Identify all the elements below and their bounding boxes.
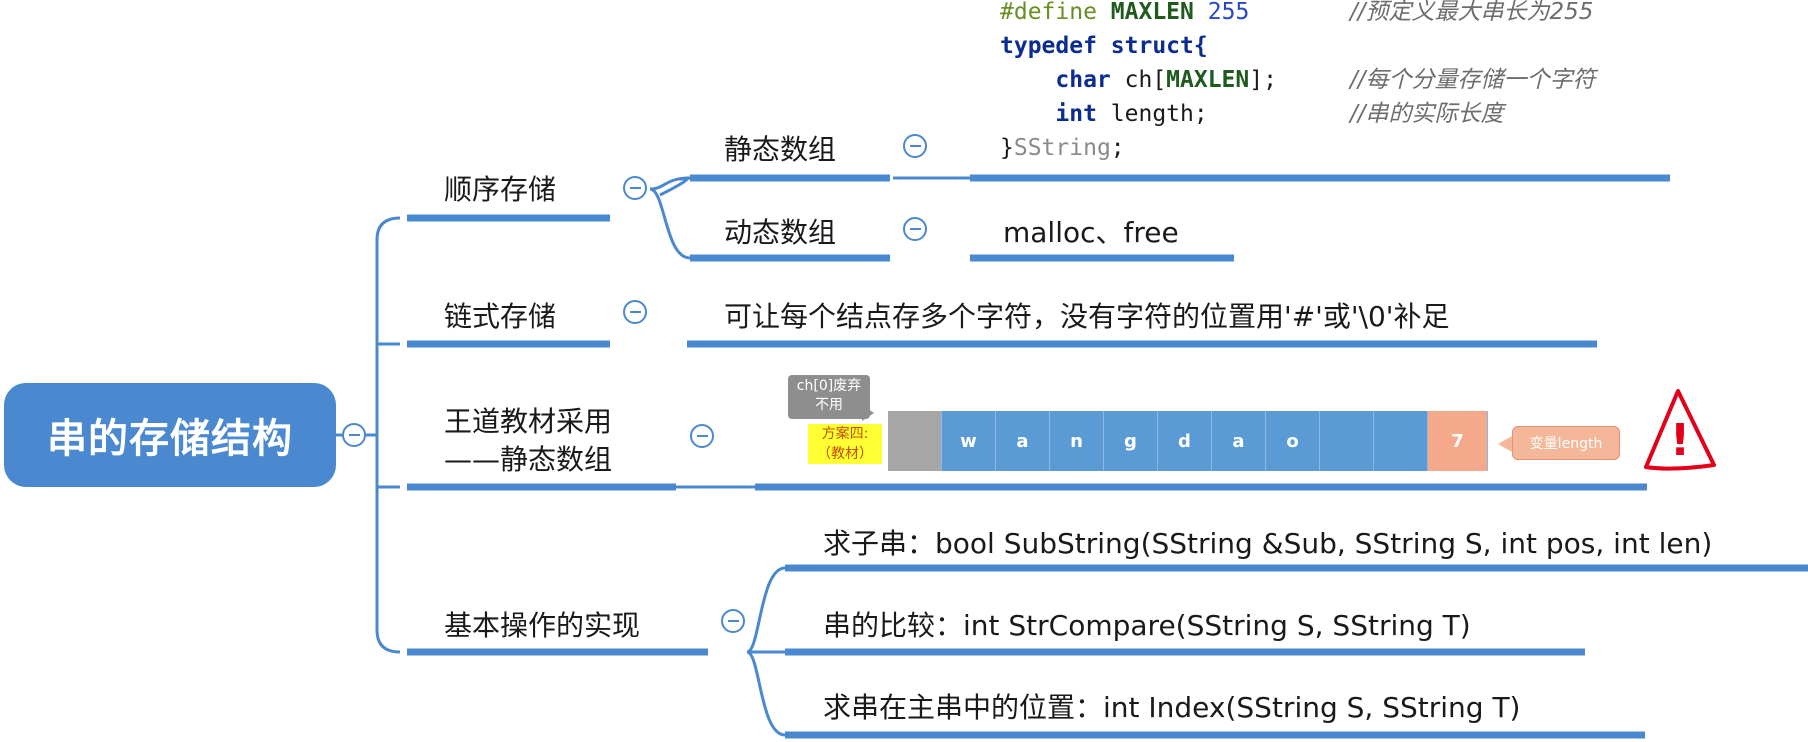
code-comment-maxlen: //预定义最大串长为255 bbox=[1350, 0, 1594, 25]
array-cell-8 bbox=[1320, 411, 1374, 471]
code-char-type: char bbox=[1055, 67, 1111, 93]
code-length-field: length; bbox=[1096, 101, 1208, 127]
node-static-array[interactable]: 静态数组 bbox=[724, 133, 837, 166]
code-ch-end: ]; bbox=[1249, 67, 1277, 93]
root-node[interactable]: 串的存储结构 bbox=[4, 383, 336, 487]
array-cell-7: o bbox=[1266, 411, 1320, 471]
code-comment-ch: //每个分量存储一个字符 bbox=[1350, 67, 1596, 93]
node-dynamic-array[interactable]: 动态数组 bbox=[724, 216, 837, 249]
code-typedef-keyword: typedef bbox=[1000, 33, 1097, 59]
dynamic-array-collapse-icon[interactable] bbox=[903, 217, 927, 241]
length-label-pointer bbox=[1498, 436, 1512, 452]
array-cell-2: a bbox=[996, 411, 1050, 471]
code-int-type: int bbox=[1055, 101, 1097, 127]
array-cell-4: g bbox=[1104, 411, 1158, 471]
code-semicolon: ; bbox=[1110, 135, 1125, 161]
array-cell-6: a bbox=[1212, 411, 1266, 471]
warning-mark: ! bbox=[1670, 415, 1690, 466]
dynamic-array-detail: malloc、free bbox=[1003, 216, 1179, 249]
length-variable-label: 变量length bbox=[1512, 426, 1620, 460]
code-ch-field: ch[ bbox=[1110, 67, 1167, 93]
node-textbook-line2[interactable]: ——静态数组 bbox=[444, 443, 613, 476]
array-cell-3: n bbox=[1050, 411, 1104, 471]
array-cell-1: w bbox=[942, 411, 996, 471]
op-index: 求串在主串中的位置：int Index(SString S, SString T… bbox=[823, 691, 1521, 724]
node-sequential-storage[interactable]: 顺序存储 bbox=[444, 173, 557, 206]
ch0-callout: ch[0]废弃不用 bbox=[788, 375, 870, 419]
array-cell-length: 7 bbox=[1428, 411, 1488, 471]
array-cell-5: d bbox=[1158, 411, 1212, 471]
code-define-value: 255 bbox=[1207, 0, 1250, 25]
node-linked-storage[interactable]: 链式存储 bbox=[444, 300, 557, 333]
linked-storage-detail: 可让每个结点存多个字符，没有字符的位置用'#'或'\0'补足 bbox=[724, 300, 1450, 333]
scheme-label-line1: 方案四: bbox=[821, 426, 869, 442]
code-struct-keyword: struct{ bbox=[1096, 33, 1208, 59]
op-substring: 求子串：bool SubString(SString &Sub, SString… bbox=[823, 527, 1713, 560]
warning-icon: ! bbox=[1644, 389, 1716, 471]
code-define-directive: #define bbox=[1000, 0, 1097, 25]
scheme-label: 方案四: （教材） bbox=[808, 424, 882, 464]
static-array-collapse-icon[interactable] bbox=[903, 134, 927, 158]
array-cell-0 bbox=[888, 411, 942, 471]
node-textbook-line1[interactable]: 王道教材采用 bbox=[444, 405, 613, 438]
sstring-code-block: #define MAXLEN 255//预定义最大串长为255 typedef … bbox=[1000, 0, 1596, 165]
operations-collapse-icon[interactable] bbox=[721, 609, 745, 633]
array-cell-9 bbox=[1374, 411, 1428, 471]
textbook-collapse-icon[interactable] bbox=[690, 424, 714, 448]
callout-pointer bbox=[862, 405, 874, 421]
scheme-label-line2: （教材） bbox=[817, 446, 873, 462]
linked-collapse-icon[interactable] bbox=[623, 300, 647, 324]
code-define-name: MAXLEN bbox=[1110, 0, 1194, 25]
code-close-brace: } bbox=[1000, 135, 1014, 161]
root-collapse-icon[interactable] bbox=[342, 423, 366, 447]
code-comment-length: //串的实际长度 bbox=[1350, 101, 1504, 127]
code-sstring-name: SString bbox=[1013, 135, 1111, 161]
node-basic-operations[interactable]: 基本操作的实现 bbox=[444, 609, 641, 642]
code-ch-size: MAXLEN bbox=[1166, 67, 1250, 93]
sequential-collapse-icon[interactable] bbox=[623, 176, 647, 200]
op-strcompare: 串的比较：int StrCompare(SString S, SString T… bbox=[823, 609, 1471, 642]
